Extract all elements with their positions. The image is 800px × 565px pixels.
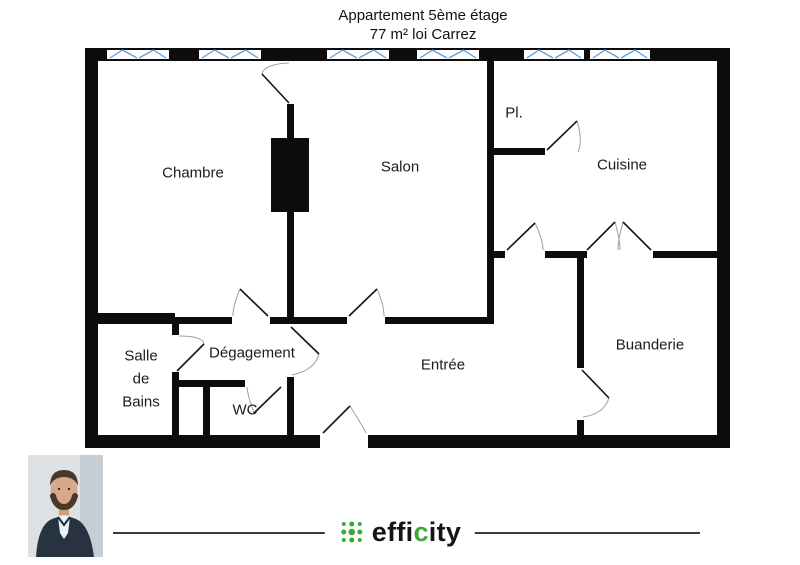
room-label-salon: Salon bbox=[380, 158, 420, 176]
door-swing-arcs bbox=[178, 62, 624, 434]
window bbox=[524, 47, 584, 62]
outer-walls bbox=[85, 48, 730, 448]
brand-accent-letter: c bbox=[413, 516, 429, 547]
plan-title: Appartement 5ème étage 77 m² loi Carrez bbox=[338, 6, 507, 44]
room-label-entree: Entrée bbox=[420, 356, 466, 374]
brand-suffix: ity bbox=[428, 516, 462, 547]
agent-portrait-photo bbox=[28, 455, 103, 557]
interior-walls bbox=[85, 61, 730, 436]
room-label-placard: Pl. bbox=[505, 104, 523, 122]
window bbox=[590, 47, 650, 62]
window bbox=[107, 47, 169, 62]
room-label-chambre: Chambre bbox=[162, 164, 224, 182]
room-label-cuisine: Cuisine bbox=[596, 156, 648, 174]
brand-prefix: effi bbox=[371, 516, 414, 547]
plan-title-line2: 77 m² loi Carrez bbox=[369, 26, 477, 43]
window bbox=[327, 47, 389, 62]
room-label-degagement: Dégagement bbox=[209, 344, 295, 362]
plan-title-line1: Appartement 5ème étage bbox=[338, 7, 508, 24]
efficity-logo: efficity bbox=[324, 513, 476, 551]
chimney-block bbox=[271, 138, 309, 212]
brand-wordmark: efficity bbox=[372, 517, 461, 548]
door-leaves bbox=[176, 73, 652, 434]
front-door-opening bbox=[320, 434, 368, 449]
room-label-salle-de-bains: Salle de Bains bbox=[122, 347, 160, 411]
room-label-buanderie: Buanderie bbox=[615, 336, 685, 354]
window bbox=[417, 47, 479, 62]
window bbox=[199, 47, 261, 62]
dot-grid-icon bbox=[341, 521, 363, 543]
room-label-wc: WC bbox=[232, 401, 258, 419]
